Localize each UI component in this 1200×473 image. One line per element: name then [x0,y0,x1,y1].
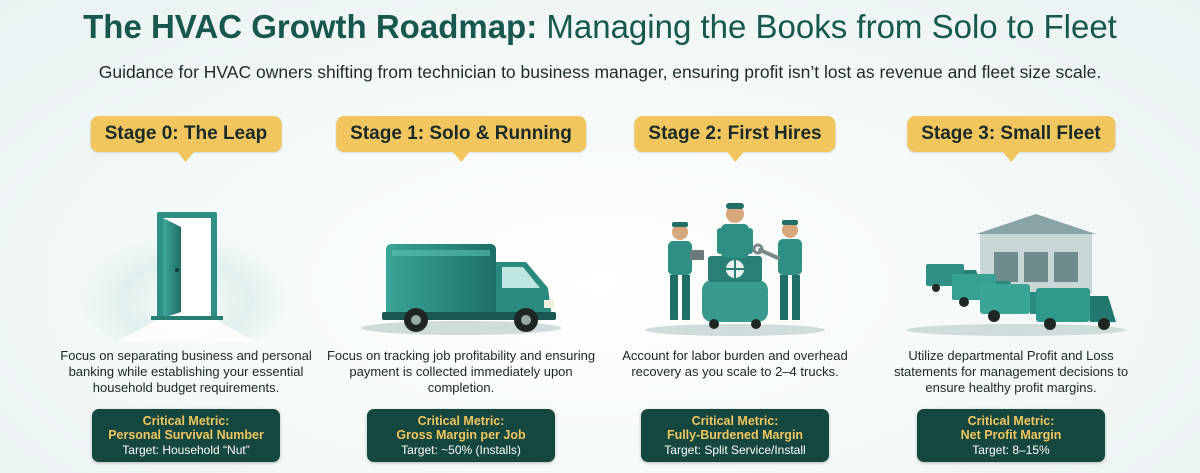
stage-0-metric-target: Target: Household “Nut” [122,443,250,457]
stage-0-metric-name: Personal Survival Number [108,428,264,442]
stage-3-metric-heading: Critical Metric: [967,414,1055,428]
stage-3-badge: Stage 3: Small Fleet [907,116,1115,152]
stage-1-description: Focus on tracking job profitability and … [326,348,596,395]
stage-2-metric-heading: Critical Metric: [691,414,779,428]
stage-0-description: Focus on separating business and persona… [60,348,312,395]
technician-team-icon [590,192,880,342]
stage-0-badge: Stage 0: The Leap [90,116,282,152]
stage-1-metric-name: Gross Margin per Job [396,428,526,442]
stage-3-metric-name: Net Profit Margin [960,428,1062,442]
service-van-icon [316,192,606,342]
stage-2-card: Stage 2: First Hires [590,112,880,467]
stage-3-description: Utilize departmental Profit and Loss sta… [893,348,1129,395]
fleet-warehouse-icon [866,192,1156,342]
stage-2-badge: Stage 2: First Hires [634,116,836,152]
stage-2-metric-target: Target: Split Service/Install [664,443,806,457]
title-bold: The HVAC Growth Roadmap: [83,8,538,45]
open-door-icon [41,192,331,357]
stage-0-card: Stage 0: The Leap Focus on s [41,112,331,467]
stage-3-metric-target: Target: 8–15% [972,443,1050,457]
title-rest: Managing the Books from Solo to Fleet [546,8,1117,45]
stage-2-metric-name: Fully-Burdened Margin [666,428,804,442]
stage-1-metric: Critical Metric: Gross Margin per Job Ta… [367,409,555,462]
stage-0-metric: Critical Metric: Personal Survival Numbe… [92,409,280,462]
stage-3-card: Stage 3: Small Fleet [866,112,1156,467]
stage-2-metric: Critical Metric: Fully-Burdened Margin T… [641,409,829,462]
stage-1-card: Stage 1: Solo & Running Focus on trackin… [316,112,606,467]
stage-1-metric-target: Target: ~50% (Installs) [401,443,521,457]
stage-1-badge: Stage 1: Solo & Running [336,116,586,152]
page-subtitle: Guidance for HVAC owners shifting from t… [98,62,1102,82]
stage-1-metric-heading: Critical Metric: [417,414,505,428]
stage-2-description: Account for labor burden and overhead re… [622,348,848,379]
stage-0-metric-heading: Critical Metric: [142,414,230,428]
page-title: The HVAC Growth Roadmap: Managing the Bo… [0,8,1200,46]
stage-3-metric: Critical Metric: Net Profit Margin Targe… [917,409,1105,462]
